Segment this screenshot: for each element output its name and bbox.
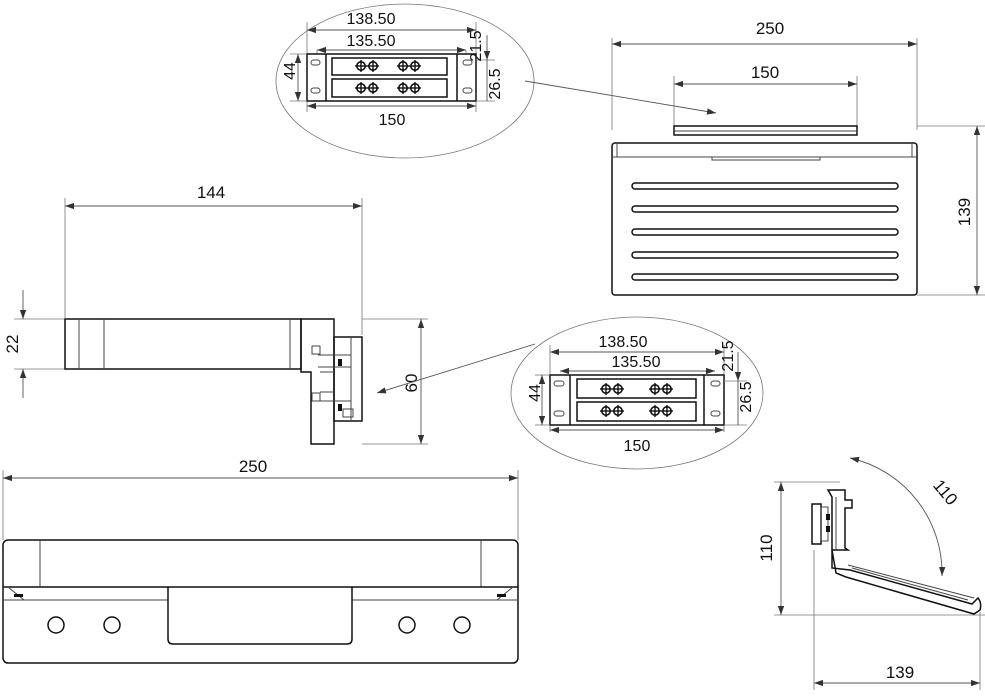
side-wall-plate xyxy=(333,336,363,422)
bottom-body xyxy=(2,539,519,664)
front-height-label: 139 xyxy=(955,198,974,226)
side-thickness-label: 22 xyxy=(3,335,22,354)
tilt-bracket xyxy=(826,489,853,551)
side-arm xyxy=(64,318,302,370)
bottom-width-label: 250 xyxy=(239,457,267,476)
front-body xyxy=(611,142,918,296)
tilt-height-label: 110 xyxy=(757,534,776,561)
side-view: 144 22 60 xyxy=(3,183,428,445)
plate-top-offset-b-label: 26.5 xyxy=(487,68,504,99)
plate-mid-outer-label: 138.50 xyxy=(599,334,648,351)
plate-mid-offset-a-label: 21.5 xyxy=(720,340,737,371)
plate-top-outer-label: 138.50 xyxy=(347,11,396,28)
plate-top-body xyxy=(306,53,477,102)
tilt-depth-label: 139 xyxy=(886,663,914,682)
plate-mid-inner-label: 135.50 xyxy=(612,354,661,371)
bottom-hole xyxy=(453,616,471,634)
plate-mid-height-label: 44 xyxy=(527,384,544,402)
plate-detail-mid: 138.50 135.50 44 150 21.5 xyxy=(376,316,764,470)
plate-top-inner-label: 135.50 xyxy=(347,33,396,50)
front-width-label: 250 xyxy=(756,19,784,38)
bottom-hole xyxy=(398,616,416,634)
side-bracket xyxy=(300,318,335,445)
side-height-label: 60 xyxy=(402,374,421,393)
plate-detail-top: 138.50 135.50 44 150 21.5 xyxy=(275,3,717,159)
tilted-view: 110 110 139 xyxy=(757,456,985,690)
plate-mid-body xyxy=(549,374,725,426)
tilt-wall-plate xyxy=(811,503,822,545)
plate-mid-offset-b-label: 26.5 xyxy=(738,381,755,412)
bottom-view: 250 xyxy=(2,457,519,664)
plate-top-offset-a-label: 21.5 xyxy=(468,30,485,61)
front-slots xyxy=(631,182,899,281)
plate-top-height-label: 44 xyxy=(282,62,299,80)
tilt-shelf xyxy=(831,549,982,615)
side-length-label: 144 xyxy=(197,183,225,202)
plate-top-width-label: 150 xyxy=(379,112,406,129)
bottom-hole xyxy=(47,616,65,634)
bottom-hole xyxy=(103,616,121,634)
front-view: 250 150 139 xyxy=(611,19,985,296)
bottom-bracket-recess xyxy=(167,587,353,645)
front-slot-width-label: 150 xyxy=(751,63,779,82)
tilt-angle-label: 110 xyxy=(929,476,961,509)
plate-mid-width-label: 150 xyxy=(624,438,651,455)
